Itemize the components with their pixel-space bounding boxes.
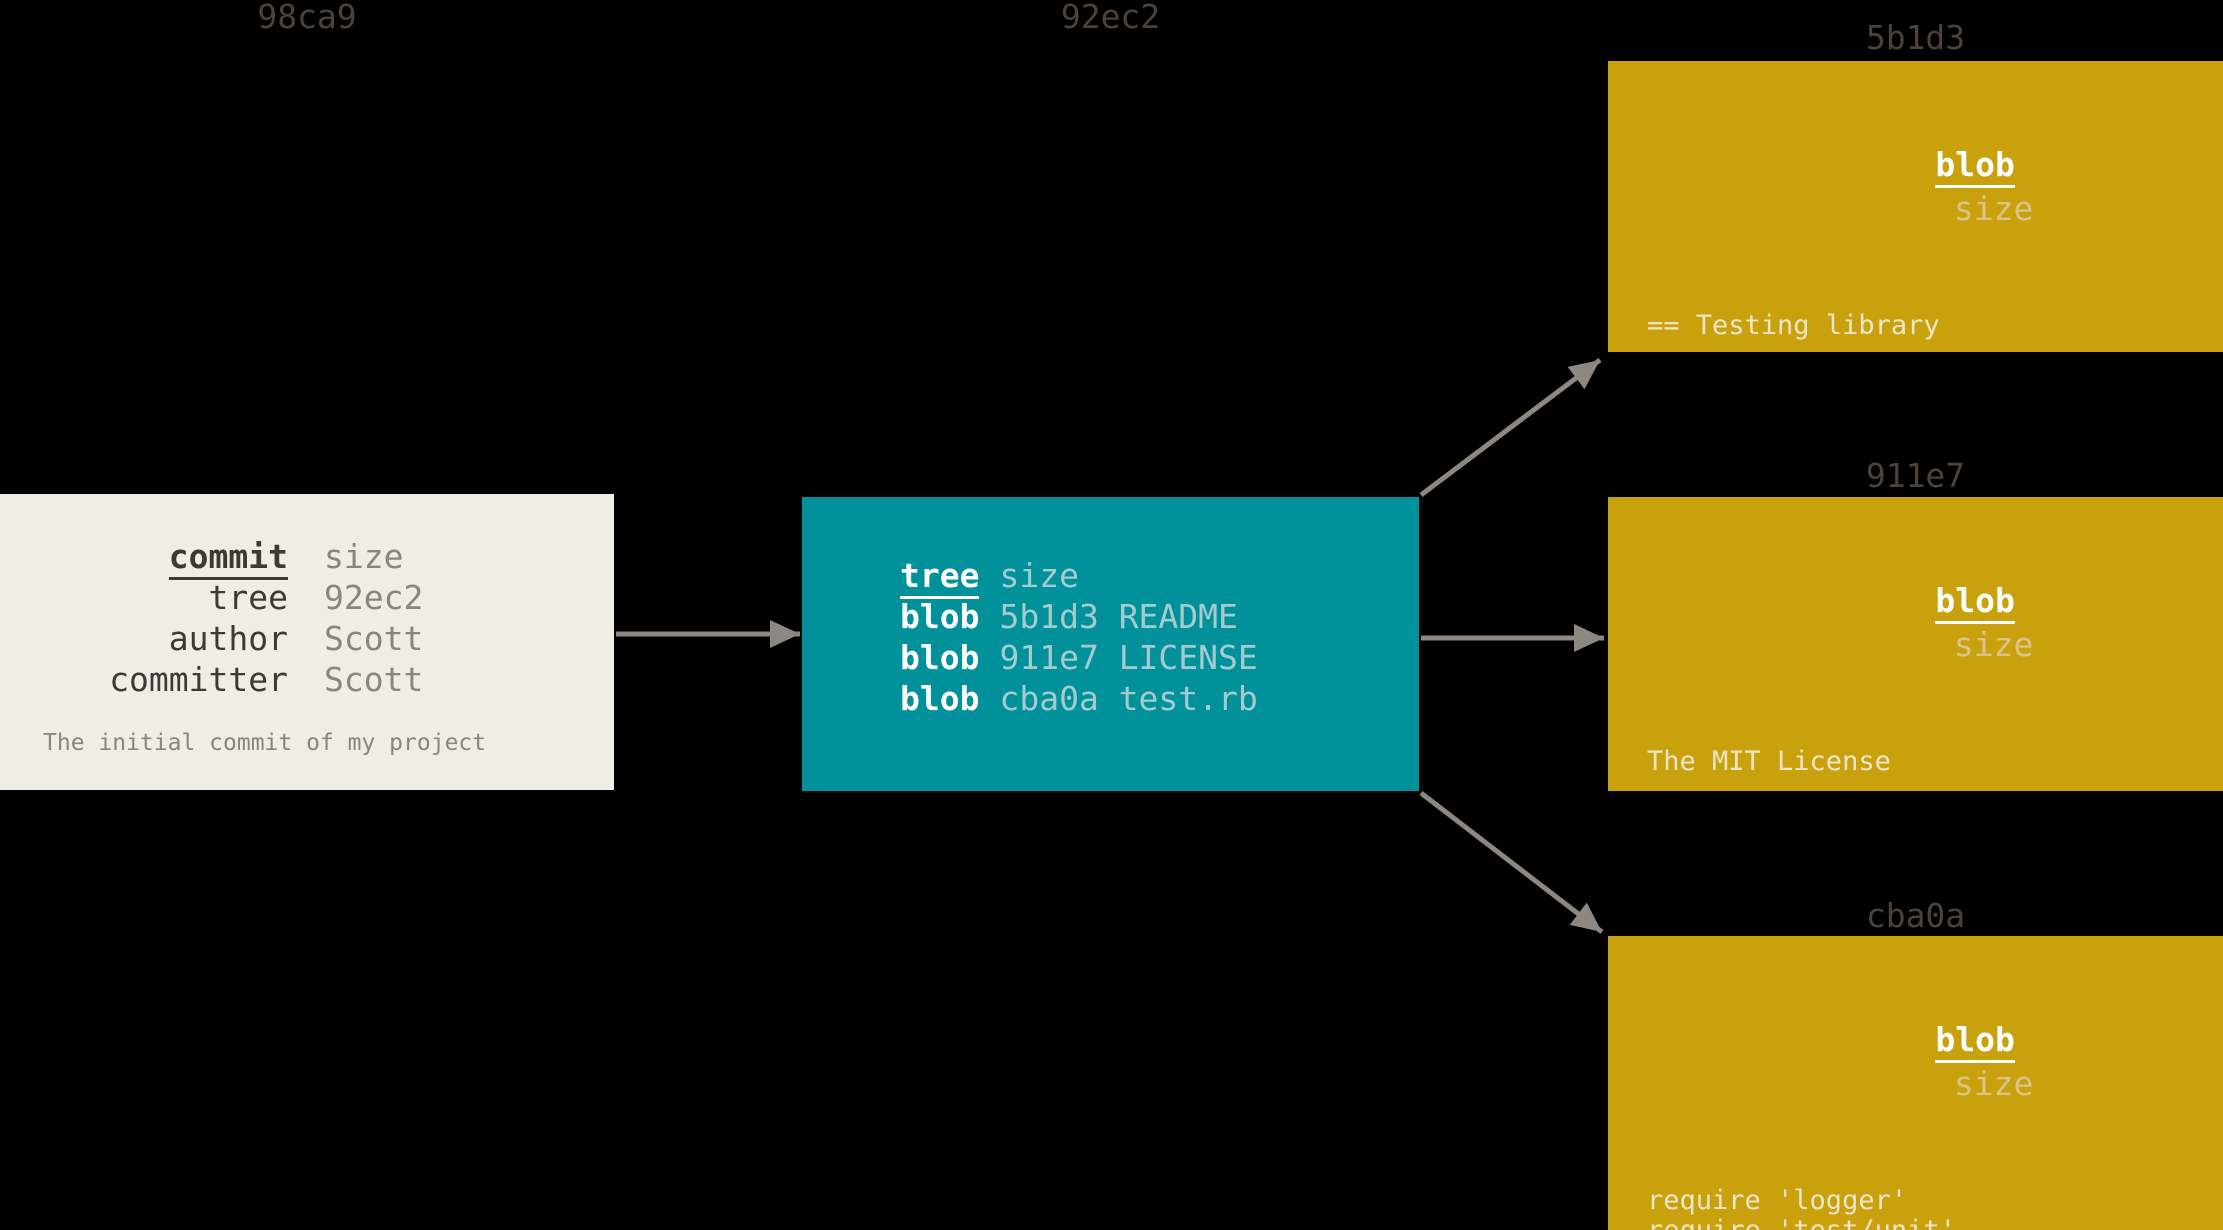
commit-tree-value: 92ec2 — [324, 578, 424, 617]
arrow-tree-to-blob-readme — [1419, 358, 1602, 497]
blob-testrb-hash-label: cba0a — [1865, 896, 1966, 935]
commit-fields: commit size tree 92ec2 author Scott comm… — [0, 494, 614, 700]
blob-size-value: size — [1953, 1064, 2034, 1103]
tree-object-box: tree size blob 5b1d3 README blob 911e7 L… — [802, 497, 1419, 791]
blob-object-box-license: blob size The MIT License Copyright (c) … — [1608, 497, 2223, 791]
blob-object-box-testrb: blob size require 'logger' require 'test… — [1608, 936, 2223, 1230]
tree-entry-row: blob 5b1d3 README — [900, 596, 1419, 637]
tree-entries: tree size blob 5b1d3 README blob 911e7 L… — [802, 497, 1419, 719]
blob-content-license: The MIT License Copyright (c) 2008 Scott… — [1647, 746, 1891, 777]
arrow-tree-to-blob-testrb — [1419, 791, 1604, 934]
commit-tree-key: tree — [208, 578, 288, 617]
tree-entry-row: blob cba0a test.rb — [900, 678, 1419, 719]
blob-object-box-readme: blob size == Testing library This librar… — [1608, 61, 2223, 352]
commit-message: The initial commit of my project — [43, 730, 487, 756]
commit-author-value: Scott — [324, 619, 424, 658]
commit-field-row: committer Scott — [108, 659, 614, 700]
tree-entry-type: blob — [900, 638, 980, 677]
blob-heading: blob size — [1608, 535, 2223, 711]
tree-entry-row: tree size — [900, 555, 1419, 599]
blob-size-value: size — [1953, 625, 2034, 664]
blob-content-testrb: require 'logger' require 'test/unit' cla… — [1647, 1185, 1956, 1230]
commit-author-key: author — [168, 619, 288, 658]
blob-size-value: size — [1953, 189, 2034, 228]
tree-entry-readme: 5b1d3 README — [999, 597, 1238, 636]
tree-entry-row: blob 911e7 LICENSE — [900, 637, 1419, 678]
commit-committer-key: committer — [109, 660, 288, 699]
tree-entry-license: 911e7 LICENSE — [999, 638, 1258, 677]
blob-license-hash-label: 911e7 — [1865, 456, 1966, 495]
blob-type-keyword: blob — [1935, 145, 2015, 188]
tree-entry-testrb: cba0a test.rb — [999, 679, 1258, 718]
blob-heading: blob size — [1608, 99, 2223, 275]
tree-size-value: size — [999, 556, 1079, 595]
tree-entry-type: blob — [900, 679, 980, 718]
commit-type-keyword: commit — [168, 537, 288, 580]
tree-entry-type: blob — [900, 597, 980, 636]
commit-object-box: commit size tree 92ec2 author Scott comm… — [0, 494, 614, 790]
blob-content-readme: == Testing library This library is used … — [1647, 310, 1940, 341]
blob-type-keyword: blob — [1935, 1020, 2015, 1063]
blob-type-keyword: blob — [1935, 581, 2015, 624]
blob-heading: blob size — [1608, 974, 2223, 1150]
tree-hash-label: 92ec2 — [1060, 0, 1161, 36]
blob-readme-hash-label: 5b1d3 — [1865, 18, 1966, 57]
commit-field-row: commit size — [108, 536, 614, 580]
commit-hash-label: 98ca9 — [257, 0, 357, 36]
commit-committer-value: Scott — [324, 660, 424, 699]
commit-field-row: tree 92ec2 — [108, 577, 614, 618]
commit-size-value: size — [324, 537, 404, 576]
tree-type-keyword: tree — [900, 556, 980, 599]
commit-field-row: author Scott — [108, 618, 614, 659]
